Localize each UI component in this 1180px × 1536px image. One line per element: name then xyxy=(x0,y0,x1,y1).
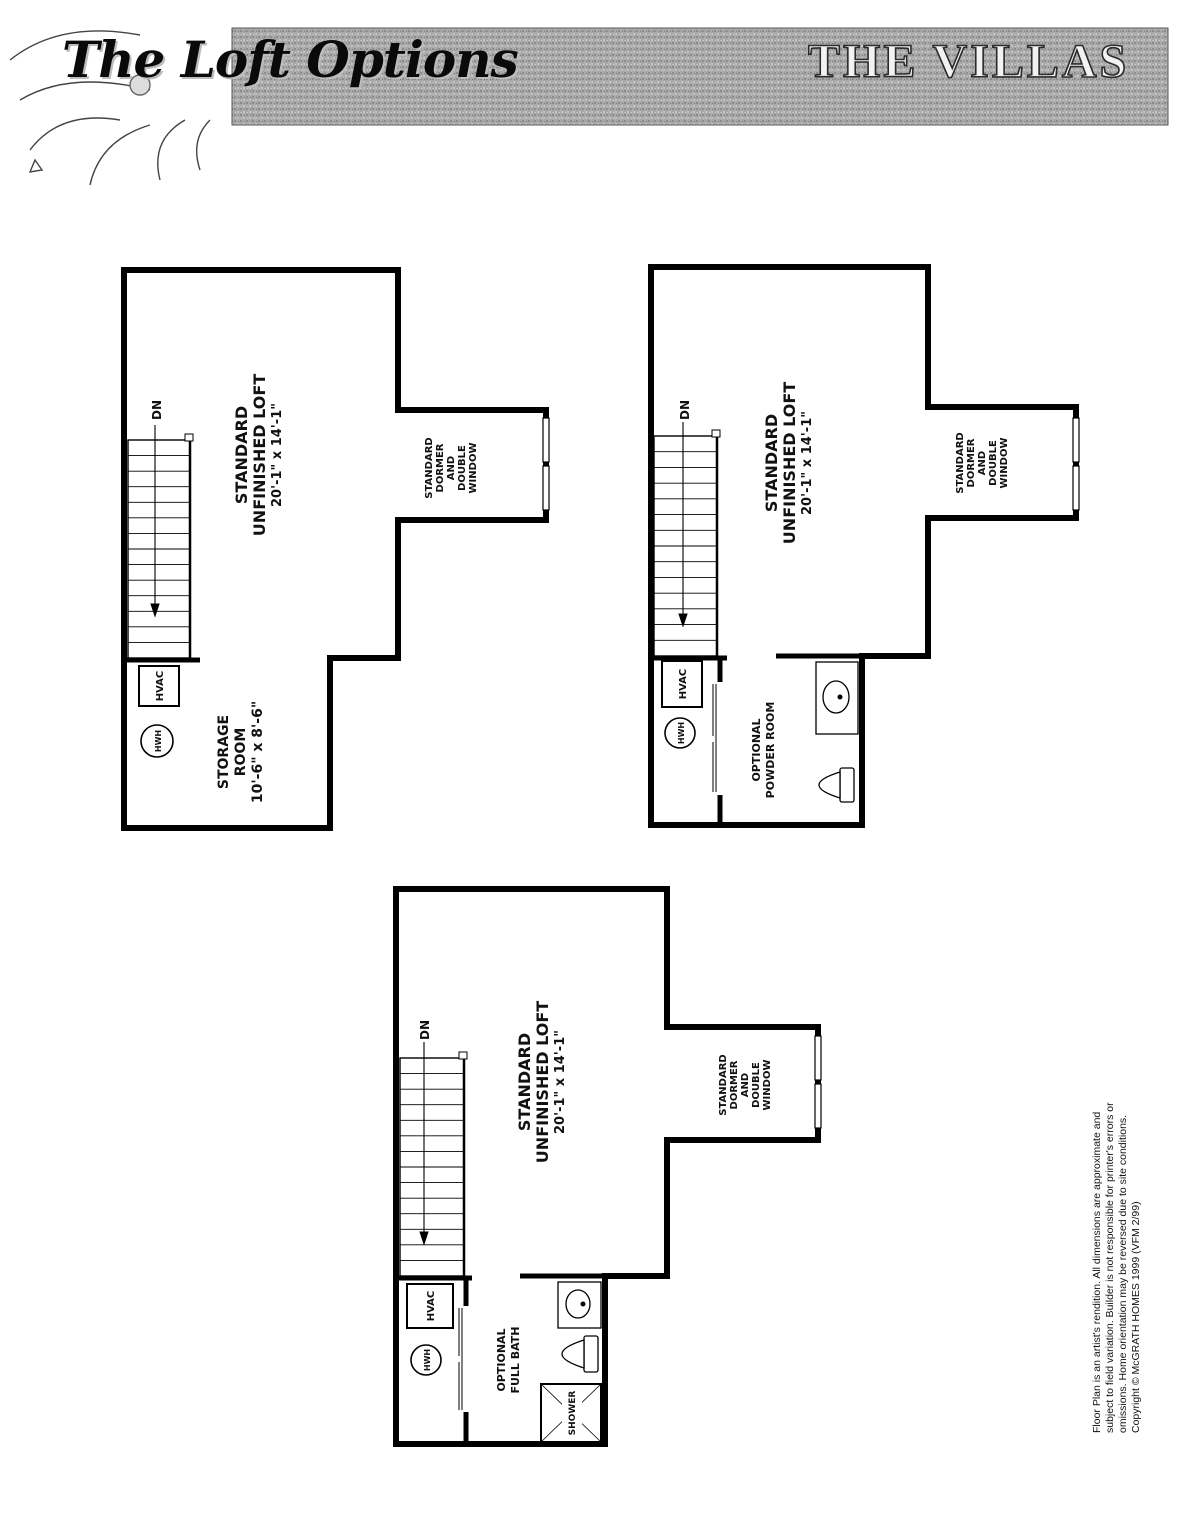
toilet-icon xyxy=(561,1335,599,1373)
sink-icon xyxy=(815,661,859,735)
water-heater-icon xyxy=(140,724,174,758)
room-dimensions: 10'-6" x 8'-6" xyxy=(250,701,266,803)
loft-dimensions: 20'-1" x 14'-1" xyxy=(553,1030,568,1134)
footnote-line: Copyright © McGRATH HOMES 1999 (VFM 2/99… xyxy=(1130,1201,1142,1433)
footnote-line: omissions. Home orientation may be rever… xyxy=(1117,1114,1129,1433)
hvac-label: HVAC xyxy=(426,1291,437,1322)
dormer-label-2: DORMER xyxy=(966,438,977,487)
loft-label-line2: UNFINISHED LOFT xyxy=(250,374,269,536)
loft-label-line1: STANDARD xyxy=(232,406,251,504)
bifold-door xyxy=(712,684,717,792)
staircase xyxy=(399,1042,468,1277)
dormer-label-1: STANDARD xyxy=(718,1054,729,1115)
hwh-label: HWH xyxy=(677,722,686,744)
hvac-label: HVAC xyxy=(155,671,166,702)
hvac-unit xyxy=(138,665,180,707)
dormer-label-4: DOUBLE xyxy=(751,1062,762,1108)
dormer-label-1: STANDARD xyxy=(955,432,966,493)
loft-label-line2: UNFINISHED LOFT xyxy=(533,1001,552,1163)
staircase xyxy=(127,425,194,659)
dormer-window xyxy=(1072,417,1080,511)
dormer-window xyxy=(814,1035,822,1129)
loft-walls xyxy=(648,264,1079,828)
plan-powder-room-option: DN HVAC HWH OPTIONAL POWDER ROOM xyxy=(648,264,1080,828)
header-banner xyxy=(9,27,1169,186)
stair-dn-label: DN xyxy=(150,400,164,420)
flower-graphic xyxy=(9,30,211,186)
brand-name: THE VILLAS xyxy=(807,34,1130,89)
sink-icon xyxy=(557,1281,602,1329)
loft-walls xyxy=(393,886,821,1447)
shower-stall xyxy=(540,1383,602,1443)
loft-dimensions: 20'-1" x 14'-1" xyxy=(800,411,815,515)
footnote-line: subject to field variation. Builder is n… xyxy=(1104,1102,1116,1433)
water-heater-icon xyxy=(410,1344,442,1376)
loft-walls xyxy=(121,267,549,831)
stair-dn-label: DN xyxy=(418,1020,432,1040)
loft-label-line1: STANDARD xyxy=(515,1033,534,1131)
hwh-label: HWH xyxy=(154,730,163,752)
hvac-unit xyxy=(661,660,703,708)
hwh-label: HWH xyxy=(423,1349,432,1371)
dormer-window xyxy=(542,417,550,511)
dormer-label-3: AND xyxy=(740,1073,751,1097)
dormer-label-1: STANDARD xyxy=(424,437,435,498)
bifold-door xyxy=(458,1308,463,1410)
dormer-label-5: WINDOW xyxy=(468,443,479,494)
staircase xyxy=(653,422,721,657)
water-heater-icon xyxy=(664,717,696,749)
hvac-unit xyxy=(406,1283,454,1329)
loft-dimensions: 20'-1" x 14'-1" xyxy=(270,403,285,507)
dormer-label-3: AND xyxy=(977,451,988,475)
plan-full-bath-option: DN HVAC HWH SHOWER OPTI xyxy=(393,886,822,1447)
dormer-label-5: WINDOW xyxy=(999,438,1010,489)
room-label-line1: STORAGE xyxy=(216,715,232,789)
page-title: The Loft Options xyxy=(62,30,519,89)
loft-label-line2: UNFINISHED LOFT xyxy=(780,382,799,544)
room-label-line2: FULL BATH xyxy=(509,1326,522,1393)
room-label-line1: OPTIONAL xyxy=(495,1328,508,1391)
toilet-icon xyxy=(818,767,855,803)
dormer-label-5: WINDOW xyxy=(762,1060,773,1111)
footnote-line: Floor Plan is an artist's rendition. All… xyxy=(1091,1111,1103,1433)
room-label-line1: OPTIONAL xyxy=(750,718,763,781)
dormer-label-4: DOUBLE xyxy=(457,445,468,491)
plan-storage-option: DN STANDARD UNFINISHED LOFT 20'-1" x 14'… xyxy=(121,267,550,831)
hvac-label: HVAC xyxy=(678,669,689,700)
dormer-label-4: DOUBLE xyxy=(988,440,999,486)
dormer-label-2: DORMER xyxy=(435,443,446,492)
dormer-label-3: AND xyxy=(446,456,457,480)
loft-label-line1: STANDARD xyxy=(762,414,781,512)
dormer-label-2: DORMER xyxy=(729,1060,740,1109)
room-label-line2: POWDER ROOM xyxy=(764,702,777,799)
stair-dn-label: DN xyxy=(678,400,692,420)
disclaimer-footnote: Floor Plan is an artist's rendition. All… xyxy=(1091,1102,1143,1433)
shower-label: SHOWER xyxy=(568,1391,578,1436)
room-label-line2: ROOM xyxy=(233,728,249,777)
